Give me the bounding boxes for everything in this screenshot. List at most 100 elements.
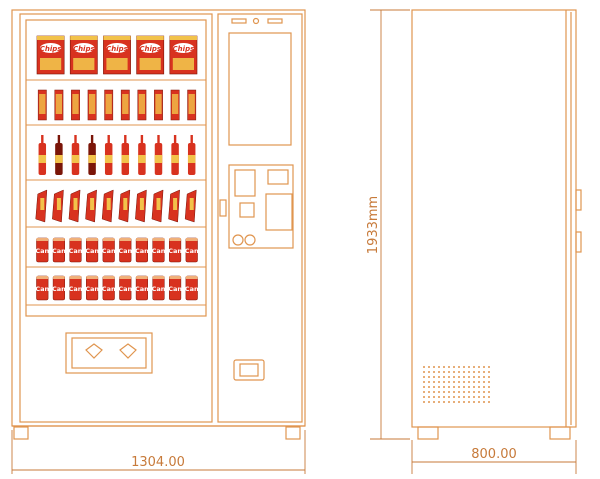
vent-hole bbox=[448, 381, 450, 383]
vent-hole bbox=[478, 376, 480, 378]
svg-text:Can: Can bbox=[168, 247, 182, 255]
vent-hole bbox=[458, 386, 460, 388]
vent-hole bbox=[463, 381, 465, 383]
stick-snack-item bbox=[137, 89, 147, 121]
pouch-item bbox=[85, 189, 97, 223]
chips-item: Chips bbox=[103, 35, 131, 75]
vent-hole bbox=[433, 366, 435, 368]
depth-label: 800.00 bbox=[471, 447, 517, 462]
pouch-item bbox=[151, 189, 164, 223]
bottle-item bbox=[88, 135, 96, 175]
can-item: Can bbox=[35, 275, 50, 301]
foot-left bbox=[13, 426, 29, 440]
vent-hole bbox=[423, 396, 425, 398]
bottle-item bbox=[38, 135, 47, 175]
svg-text:Can: Can bbox=[35, 285, 49, 293]
can-item: Can bbox=[118, 275, 133, 301]
vent-hole bbox=[453, 396, 455, 398]
vent-hole bbox=[483, 376, 485, 378]
vent-hole bbox=[473, 371, 475, 373]
vent-hole bbox=[473, 401, 475, 403]
chips-item: Chips bbox=[69, 35, 98, 75]
can-item: Can bbox=[135, 237, 149, 263]
vent-hole bbox=[453, 376, 455, 378]
vent-hole bbox=[453, 381, 455, 383]
vent-hole bbox=[458, 401, 460, 403]
panel-logo-left bbox=[231, 18, 247, 24]
vent-hole bbox=[433, 381, 435, 383]
can-item: Can bbox=[102, 275, 116, 301]
can-item: Can bbox=[168, 275, 182, 301]
vent-hole bbox=[433, 371, 435, 373]
door-lock bbox=[219, 199, 227, 217]
vent-hole bbox=[463, 391, 465, 393]
vent-hole bbox=[433, 376, 435, 378]
svg-text:Can: Can bbox=[152, 285, 166, 293]
vent-hole bbox=[458, 381, 460, 383]
vent-hole bbox=[483, 391, 485, 393]
vent-hole bbox=[483, 381, 485, 383]
bottle-item bbox=[104, 135, 113, 175]
svg-text:Can: Can bbox=[135, 247, 149, 255]
vent-hole bbox=[428, 396, 430, 398]
svg-text:Chips: Chips bbox=[73, 45, 95, 53]
vent-hole bbox=[473, 381, 475, 383]
vent-hole bbox=[483, 366, 485, 368]
vent-hole bbox=[488, 371, 490, 373]
vent-hole bbox=[448, 391, 450, 393]
stick-snack-item bbox=[71, 89, 80, 121]
can-item: Can bbox=[69, 237, 83, 263]
vent-hole bbox=[463, 371, 465, 373]
vent-hole bbox=[483, 371, 485, 373]
vent-hole bbox=[448, 396, 450, 398]
vent-hole bbox=[488, 366, 490, 368]
bottle-item bbox=[187, 135, 196, 175]
svg-text:Can: Can bbox=[52, 247, 66, 255]
pouch-item bbox=[35, 189, 48, 223]
vent-hole bbox=[468, 401, 470, 403]
svg-text:Can: Can bbox=[85, 285, 99, 293]
pouch-item bbox=[118, 189, 131, 223]
stick-snack-item bbox=[120, 89, 130, 121]
control-panel bbox=[217, 13, 303, 423]
can-item: Can bbox=[118, 237, 133, 263]
vent-hole bbox=[473, 386, 475, 388]
vent-hole bbox=[443, 381, 445, 383]
vent-hole bbox=[448, 371, 450, 373]
vent-hole bbox=[428, 401, 430, 403]
pouch-item bbox=[68, 189, 81, 223]
vent-hole bbox=[463, 366, 465, 368]
vent-hole bbox=[438, 371, 440, 373]
width-label: 1304.00 bbox=[131, 455, 185, 470]
vent-hole bbox=[488, 386, 490, 388]
stick-snack-item bbox=[54, 89, 64, 121]
side-cabinet bbox=[411, 9, 577, 428]
vent-hole bbox=[488, 391, 490, 393]
vent-hole bbox=[478, 386, 480, 388]
glass-door bbox=[19, 13, 213, 423]
touch-screen bbox=[228, 32, 292, 146]
vent-hole bbox=[443, 371, 445, 373]
vent-hole bbox=[468, 386, 470, 388]
vent-hole bbox=[463, 376, 465, 378]
can-item: Can bbox=[85, 275, 99, 301]
vent-hole bbox=[423, 371, 425, 373]
vent-hole bbox=[478, 371, 480, 373]
svg-text:Can: Can bbox=[118, 285, 132, 293]
vent-hole bbox=[443, 366, 445, 368]
vent-hole bbox=[448, 401, 450, 403]
stick-snack-item bbox=[154, 89, 163, 121]
bottle-item bbox=[121, 135, 130, 175]
chips-item: Chips bbox=[136, 35, 165, 75]
vent-hole bbox=[423, 401, 425, 403]
vent-hole bbox=[448, 386, 450, 388]
glass-door-inner bbox=[25, 19, 207, 317]
svg-text:Can: Can bbox=[185, 247, 199, 255]
vent-hole bbox=[468, 396, 470, 398]
vent-hole bbox=[428, 381, 430, 383]
vent-hole bbox=[458, 366, 460, 368]
vent-hole bbox=[428, 371, 430, 373]
vent-hole bbox=[488, 401, 490, 403]
vent-hole bbox=[468, 381, 470, 383]
